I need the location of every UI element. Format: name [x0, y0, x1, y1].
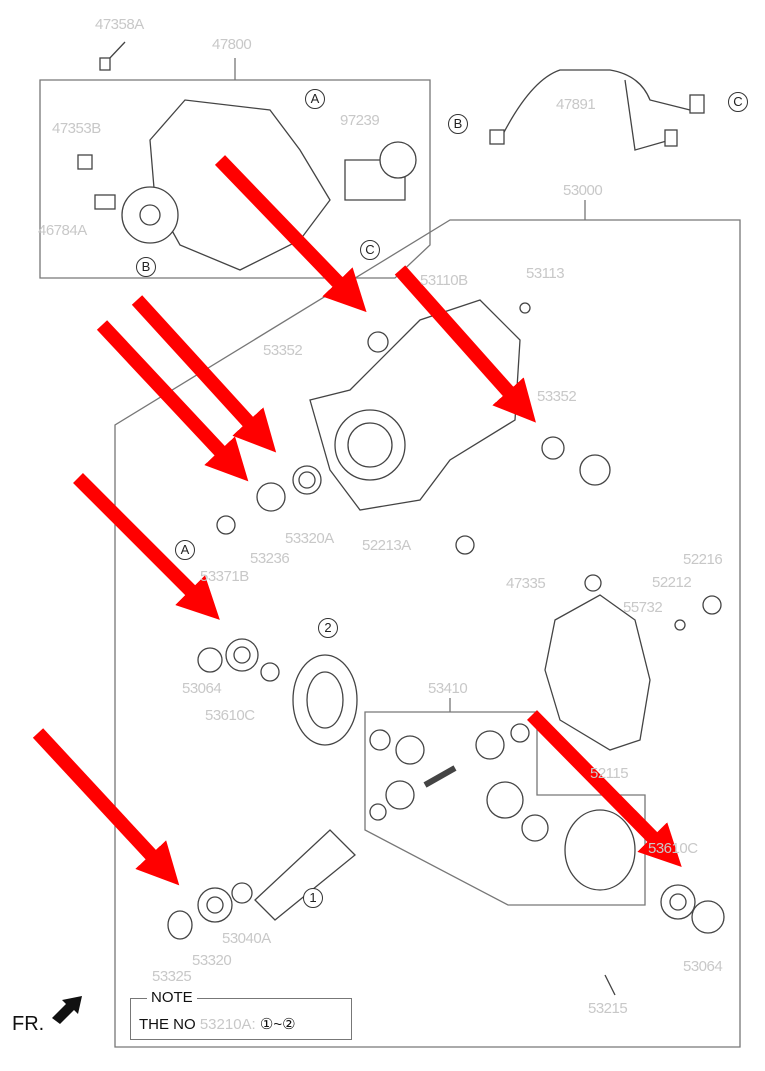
red-arrow [73, 473, 220, 620]
callout-c: C [360, 240, 380, 260]
red-arrow [394, 265, 536, 423]
part-label: 52212 [652, 574, 692, 591]
callout-1: 1 [303, 888, 323, 908]
part-label: 55732 [623, 599, 663, 616]
part-label: 47353B [52, 120, 101, 137]
part-label: 53064 [683, 958, 723, 975]
red-arrow [214, 155, 367, 313]
part-label: 53215 [588, 1000, 628, 1017]
front-arrow-icon [52, 996, 82, 1024]
red-arrow [96, 320, 249, 482]
part-label: 53325 [152, 968, 192, 985]
parts [77, 41, 725, 996]
diff-cover [544, 594, 651, 751]
part-label: 53352 [263, 342, 303, 359]
note-range-end: ② [282, 1016, 296, 1033]
front-indicator: FR. [12, 1013, 45, 1035]
part-label: 47358A [95, 16, 144, 33]
part-label: 53000 [563, 182, 603, 199]
note-prefix: THE NO [139, 1016, 196, 1033]
part-label: 53352 [537, 388, 577, 405]
part-label: 53320 [192, 952, 232, 969]
part-label: 53410 [428, 680, 468, 697]
group-box-47800 [39, 79, 431, 279]
part-label: 46784A [38, 222, 87, 239]
pinion-gear [254, 829, 356, 921]
note-range-start: ① [259, 1016, 274, 1033]
part-label: 53064 [182, 680, 222, 697]
part-label: 53040A [222, 930, 271, 947]
note-box: NOTE THE NO 53210A: ①~② [130, 989, 352, 1040]
callout-a: A [175, 540, 195, 560]
note-text: THE NO 53210A: ①~② [139, 1015, 296, 1033]
note-title: NOTE [147, 989, 197, 1006]
part-label: 53610C [648, 840, 698, 857]
part-label: 53371B [200, 568, 249, 585]
part-label: 53113 [526, 265, 565, 282]
red-arrow [527, 710, 682, 867]
part-label: 47891 [556, 96, 596, 113]
differential-housing [309, 299, 521, 511]
part-label: 52115 [590, 765, 629, 782]
note-sep: ~ [273, 1016, 283, 1033]
part-label: 53320A [285, 530, 334, 547]
callout-c: C [728, 92, 748, 112]
part-label: 52213A [362, 537, 411, 554]
red-arrow [131, 295, 277, 453]
callout-2: 2 [318, 618, 338, 638]
part-label: 53236 [250, 550, 290, 567]
group-box-53000 [114, 219, 741, 1048]
part-label: 53110B [420, 272, 468, 289]
callout-b: B [136, 257, 156, 277]
note-part: 53210A: [199, 1016, 256, 1033]
wiring-harness [499, 69, 691, 151]
red-arrows [32, 155, 682, 886]
callout-b: B [448, 114, 468, 134]
red-arrow [32, 728, 180, 886]
part-label: 53610C [205, 707, 255, 724]
part-label: 97239 [340, 112, 380, 129]
diff-case [564, 809, 636, 891]
part-label: 47335 [506, 575, 546, 592]
part-label: 47800 [212, 36, 252, 53]
callout-a: A [305, 89, 325, 109]
part-label: 52216 [683, 551, 723, 568]
